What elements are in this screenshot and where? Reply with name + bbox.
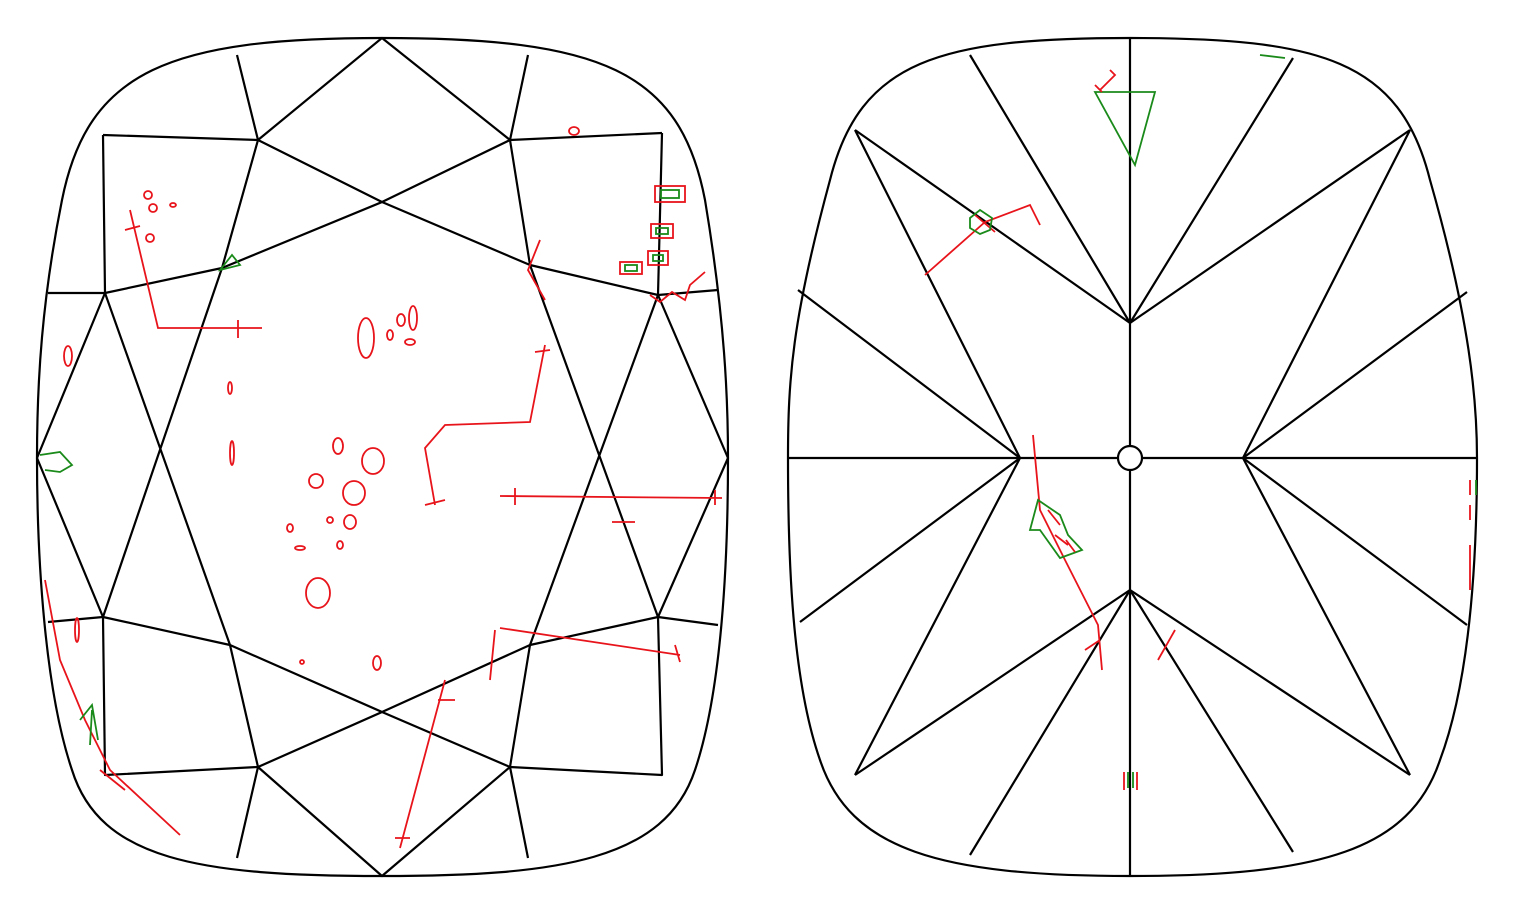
extra-facet-mark [1093,91,1157,168]
crown-inclusions [39,126,723,849]
indented-natural-marks [619,185,686,275]
extra-facet-mark [969,208,993,236]
feather-mark [527,239,546,301]
culet [1116,444,1144,472]
pavilion-inclusions [924,54,1477,790]
feather-mark [1123,772,1138,790]
extra-facet-mark [1259,54,1286,59]
crown-outline [35,36,730,878]
feather-mark [1094,69,1117,93]
extra-facet-mark [39,451,74,473]
feather-mark [1157,629,1176,661]
extra-facet-mark [217,253,242,272]
crown-facets [35,36,730,878]
feather-mark [44,579,181,836]
feather-mark [1047,509,1076,553]
feather-mark [424,344,551,506]
crystal-cluster [63,126,580,671]
feather-mark [489,627,681,681]
needle-mark [649,271,706,304]
feather-mark [499,488,723,523]
feather-mark [1032,434,1103,671]
extra-facet-mark [79,702,99,746]
extra-facet-mark [1028,498,1084,560]
pavilion-view [786,36,1479,878]
extra-facet-mark [1127,772,1134,788]
crown-view [35,36,730,878]
feather-mark [124,209,262,338]
pavilion-facets [788,38,1477,876]
feather-mark [395,679,455,849]
feather-mark [924,203,1041,276]
